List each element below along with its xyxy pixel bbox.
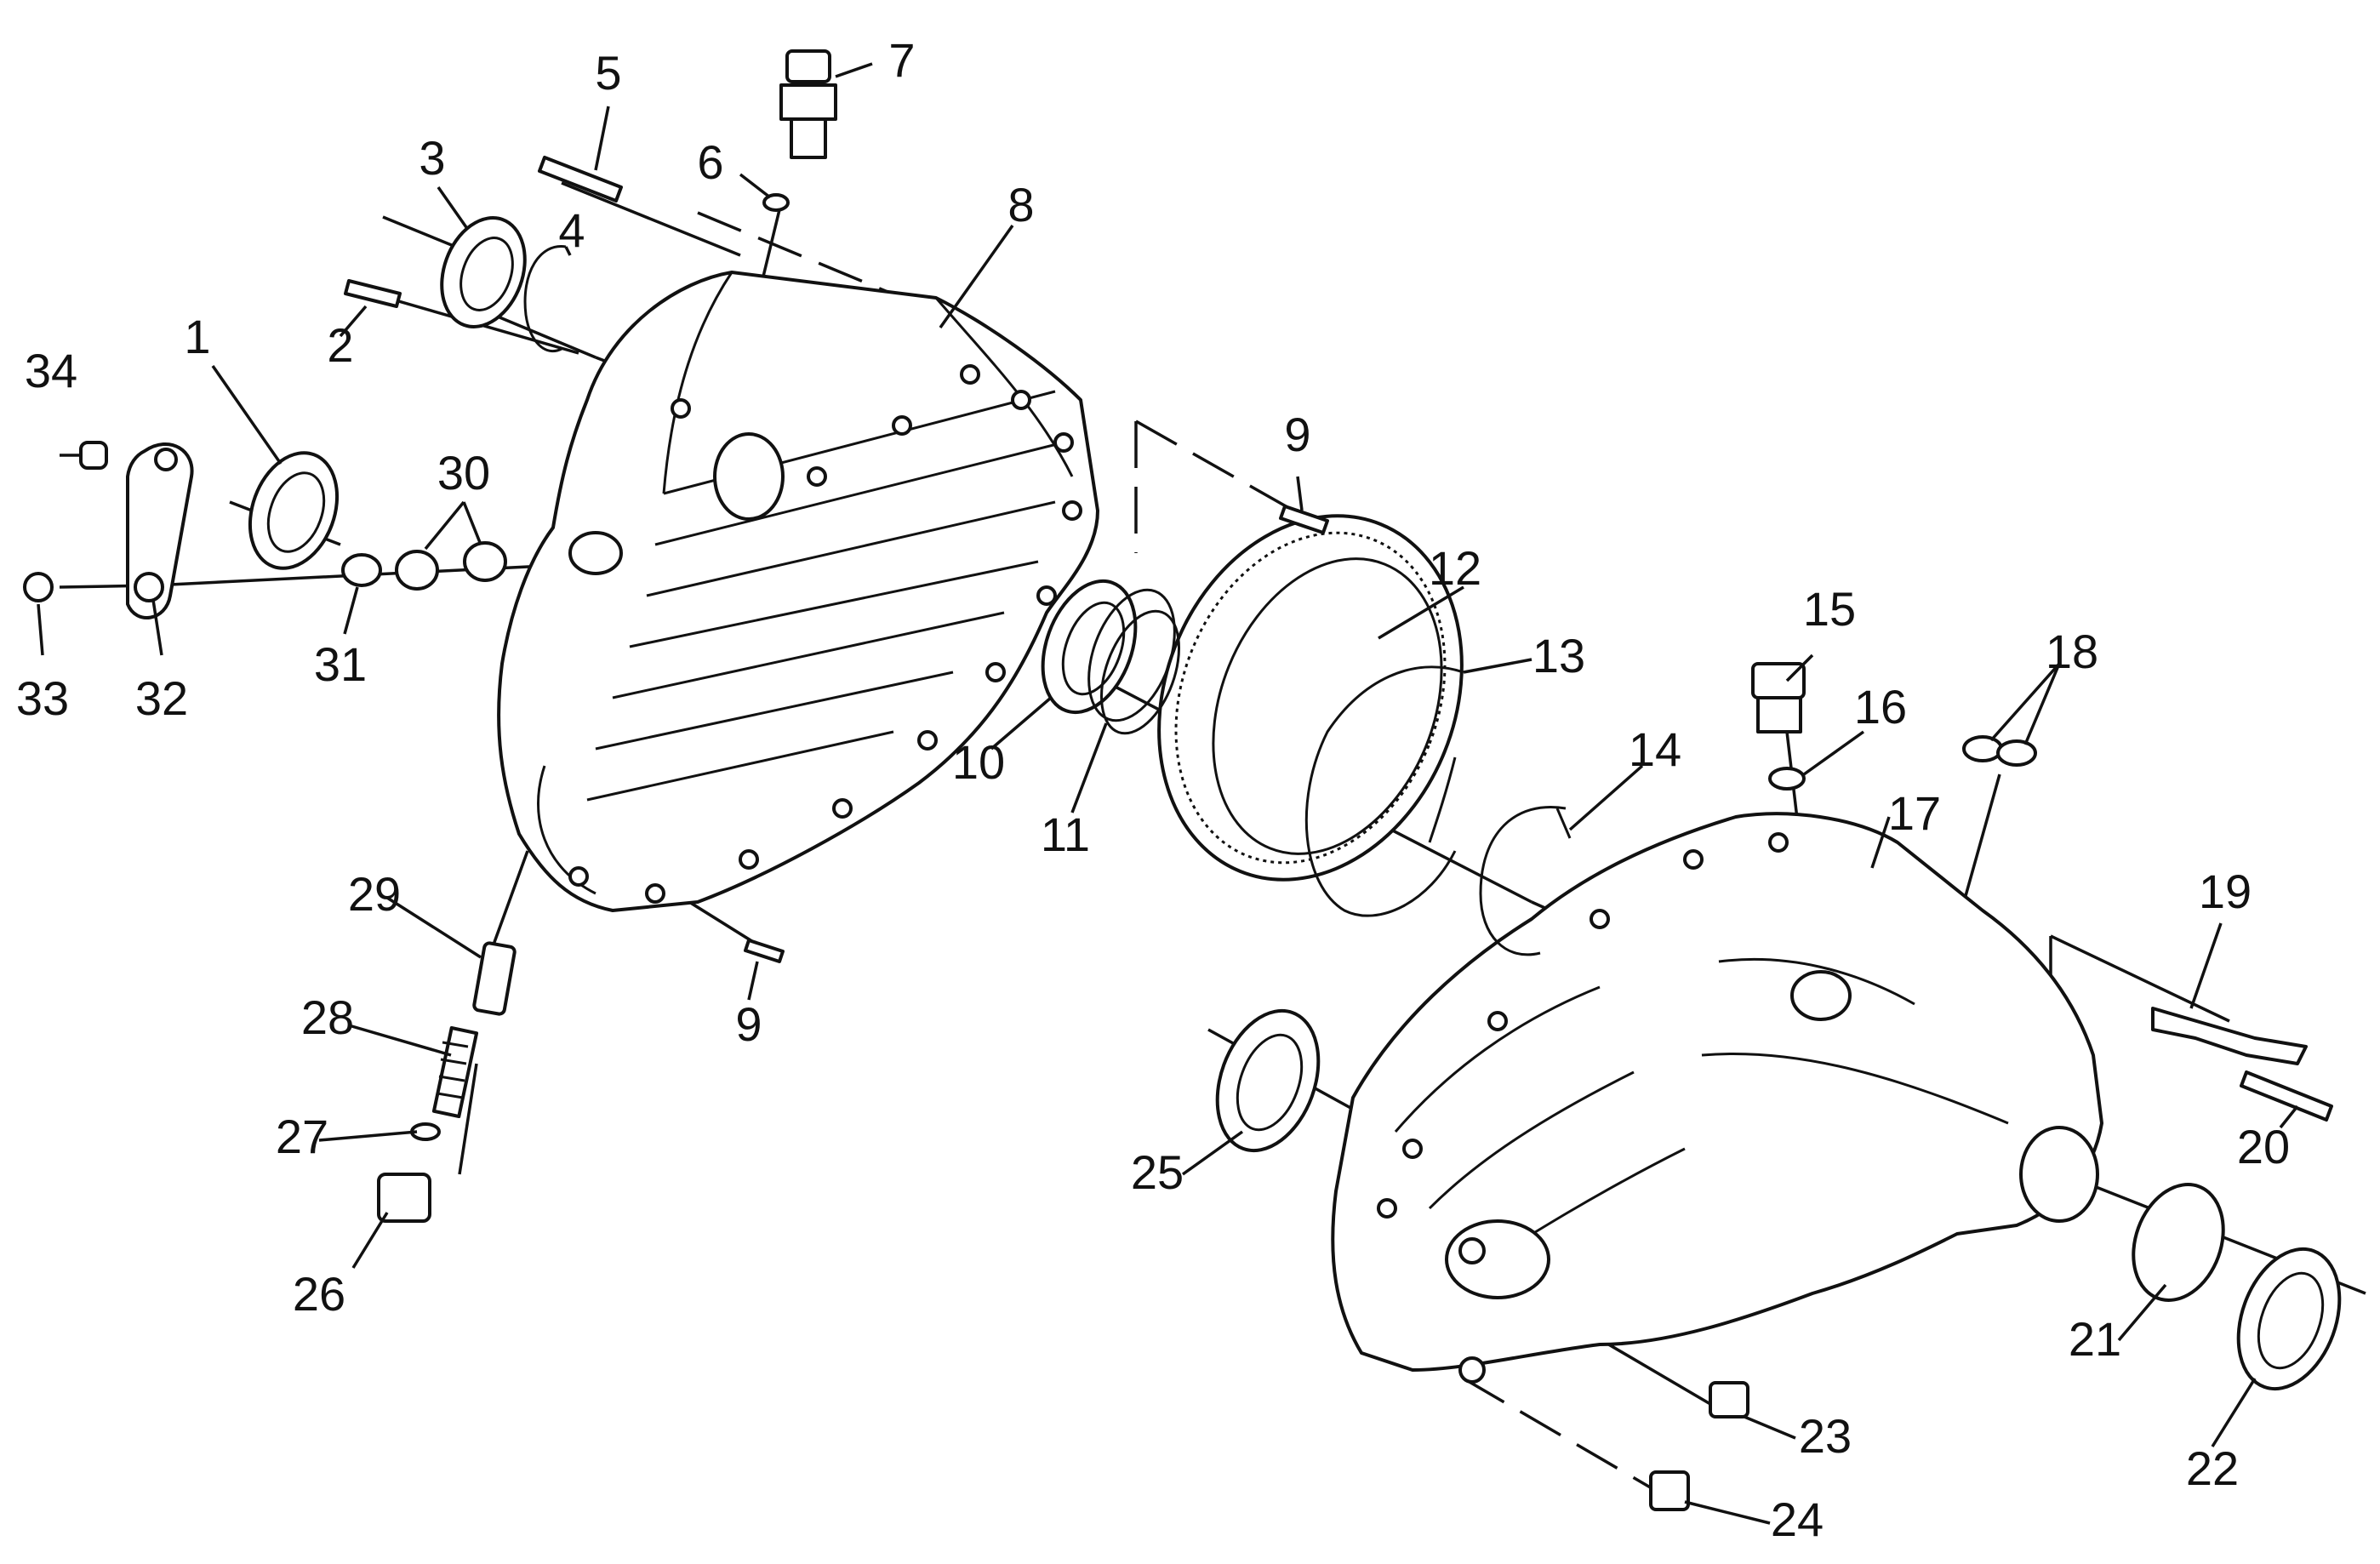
callout-4: 4 <box>558 203 585 257</box>
snap-ring-13 <box>1304 665 1464 917</box>
callout-21: 21 <box>2069 1312 2121 1366</box>
callout-13: 13 <box>1532 629 1585 682</box>
bushing-21 <box>2132 1183 2225 1302</box>
callout-12: 12 <box>1429 541 1481 595</box>
rear-case <box>1331 812 2103 1384</box>
plug-23 <box>1709 1381 1749 1418</box>
sensor-15 <box>1751 662 1806 733</box>
callout-19: 19 <box>2199 865 2252 918</box>
callout-1: 1 <box>184 310 210 363</box>
callout-30: 30 <box>437 446 490 499</box>
bracket-32 <box>126 442 194 619</box>
plug-24 <box>1649 1470 1690 1511</box>
seal-3 <box>440 216 527 328</box>
callout-14: 14 <box>1629 722 1681 776</box>
callout-31: 31 <box>314 637 367 691</box>
sleeve-29 <box>472 941 517 1016</box>
callout-25: 25 <box>1131 1145 1184 1199</box>
callout-22: 22 <box>2186 1441 2239 1495</box>
callout-6: 6 <box>697 135 723 189</box>
callout-20: 20 <box>2237 1120 2290 1173</box>
stud-5 <box>538 156 623 203</box>
ring-gear <box>1157 514 1464 882</box>
sensor-7 <box>779 49 837 159</box>
callout-32: 32 <box>135 671 188 725</box>
callout-10: 10 <box>952 735 1005 789</box>
snap-ring-11 <box>1087 588 1181 735</box>
seal-25 <box>1215 1008 1321 1153</box>
plug-26 <box>377 1173 431 1223</box>
washer-6 <box>762 193 790 212</box>
callout-27: 27 <box>276 1110 328 1163</box>
callout-8: 8 <box>1007 178 1034 231</box>
pin-2 <box>344 279 402 308</box>
callout-3: 3 <box>419 131 445 185</box>
callout-5: 5 <box>595 46 621 100</box>
snap-ring-14 <box>1479 806 1572 956</box>
front-case <box>497 271 1099 912</box>
pin-9-lower <box>744 939 785 963</box>
callout-23: 23 <box>1799 1409 1852 1463</box>
callout-9-upper: 9 <box>1284 408 1310 461</box>
callout-16: 16 <box>1854 680 1907 733</box>
callout-2: 2 <box>327 318 353 372</box>
callout-26: 26 <box>293 1267 345 1321</box>
pin-9-upper <box>1279 505 1329 534</box>
callout-11: 11 <box>1041 808 1090 861</box>
plugs-18 <box>1962 735 2037 767</box>
callout-7: 7 <box>888 33 915 87</box>
leader-lines <box>37 62 2299 1525</box>
snap-ring-4 <box>523 245 567 352</box>
callout-29: 29 <box>348 867 401 921</box>
seal-22 <box>2236 1247 2342 1391</box>
callout-15: 15 <box>1803 582 1856 636</box>
spring-28 <box>431 1025 479 1119</box>
bolt-33 <box>23 572 54 602</box>
callout-33: 33 <box>16 671 69 725</box>
seal-1 <box>248 451 340 570</box>
bearing-10 <box>1041 579 1138 715</box>
callout-28: 28 <box>301 990 354 1044</box>
seals-30 <box>395 541 507 591</box>
washer-16 <box>1768 767 1806 791</box>
callout-18: 18 <box>2046 625 2098 678</box>
bracket-19 <box>2151 1007 2308 1065</box>
callout-labels: 1 2 3 4 5 6 7 8 9 9 10 11 12 13 14 15 16… <box>16 33 2290 1546</box>
bolt-20 <box>2240 1070 2333 1122</box>
nut-34 <box>79 441 108 470</box>
callout-9-lower: 9 <box>735 997 762 1051</box>
ring-31 <box>341 553 382 587</box>
callout-34: 34 <box>25 344 77 397</box>
callout-24: 24 <box>1771 1493 1824 1546</box>
callout-17: 17 <box>1888 786 1941 840</box>
